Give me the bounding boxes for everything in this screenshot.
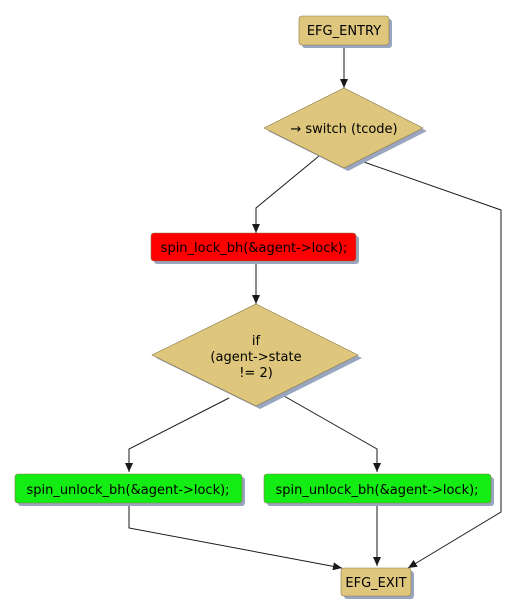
node-label: spin_unlock_bh(&agent->lock); — [275, 483, 478, 498]
edge-switch-to-lock — [252, 155, 320, 233]
node-spin-lock: spin_lock_bh(&agent->lock); — [150, 232, 359, 264]
node-box — [14, 473, 243, 504]
node-box — [150, 232, 357, 262]
node-label-line-3: != 2) — [239, 366, 273, 381]
node-switch: → switch (tcode) — [263, 87, 427, 171]
edge-cond-to-unlock-right — [283, 395, 381, 472]
node-condition: if (agent->state != 2) — [151, 303, 362, 409]
node-label-line-1: if — [252, 334, 261, 349]
node-efg-exit: EFG_EXIT — [340, 567, 414, 599]
node-efg-entry: EFG_ENTRY — [298, 15, 392, 48]
node-label: spin_unlock_bh(&agent->lock); — [26, 483, 229, 498]
node-label-line-2: (agent->state — [210, 350, 301, 365]
node-label: EFG_EXIT — [345, 576, 406, 591]
edge-unlock-left-to-exit — [128, 504, 343, 571]
node-label: EFG_ENTRY — [307, 24, 381, 39]
edges — [125, 45, 502, 571]
node-box — [340, 567, 412, 597]
edge-cond-to-unlock-left — [125, 397, 230, 472]
node-diamond — [263, 87, 424, 169]
node-box — [298, 15, 390, 46]
node-spin-unlock-left: spin_unlock_bh(&agent->lock); — [14, 473, 245, 506]
node-spin-unlock-right: spin_unlock_bh(&agent->lock); — [263, 473, 494, 506]
node-label: → switch (tcode) — [290, 122, 397, 137]
node-diamond — [151, 303, 359, 407]
edge-switch-to-exit — [360, 160, 502, 569]
node-box — [263, 473, 492, 504]
node-label: spin_lock_bh(&agent->lock); — [161, 241, 348, 256]
